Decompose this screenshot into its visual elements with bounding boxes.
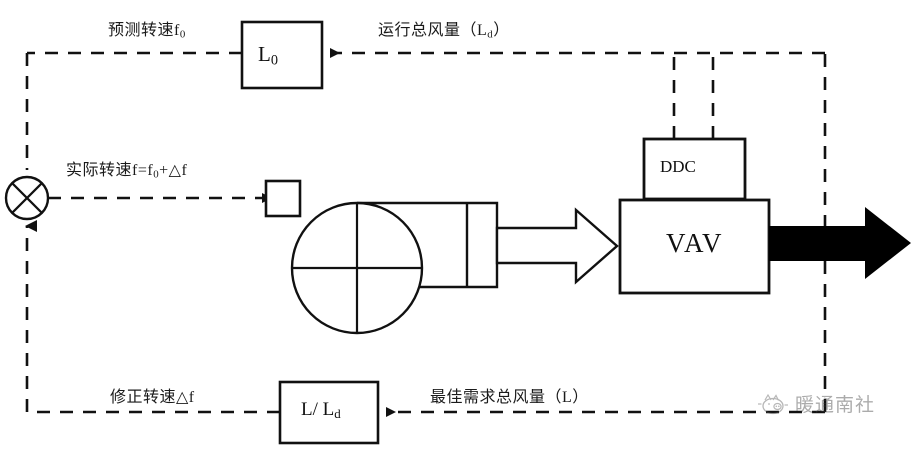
block-ddc (642, 137, 747, 201)
label-optimal-demand-airflow: 最佳需求总风量（L） (430, 389, 589, 406)
block-l-over-ld (278, 380, 380, 445)
discharge-air-solid-arrow (769, 207, 911, 279)
label-predicted-speed: 预测转速f0 (108, 22, 186, 41)
fan-assembly (290, 201, 499, 335)
block-vav (618, 198, 771, 295)
supply-air-hollow-arrow (495, 207, 619, 285)
label-actual-speed: 实际转速f=f0+△f (66, 162, 188, 181)
block-l0 (240, 20, 324, 90)
label-corrected-speed: 修正转速△f (110, 389, 195, 406)
summing-junction (4, 175, 50, 221)
block-vav-label: VAV (666, 228, 724, 258)
piglet-icon (758, 393, 788, 414)
label-running-total-airflow: 运行总风量（Ld） (378, 22, 510, 41)
block-l0-label: L0 (258, 42, 278, 69)
block-motor (264, 179, 302, 218)
summing-cross-b (11, 182, 43, 214)
ddc-taps (672, 53, 715, 139)
watermark-text: 暖通南社 (795, 395, 876, 416)
watermark: 暖通南社 (756, 390, 875, 417)
block-l-over-ld-label: L/ Ld (301, 399, 341, 422)
bottom-feedback-path (25, 220, 825, 417)
block-ddc-label: DDC (660, 157, 696, 176)
top-feedback-path (25, 48, 827, 412)
